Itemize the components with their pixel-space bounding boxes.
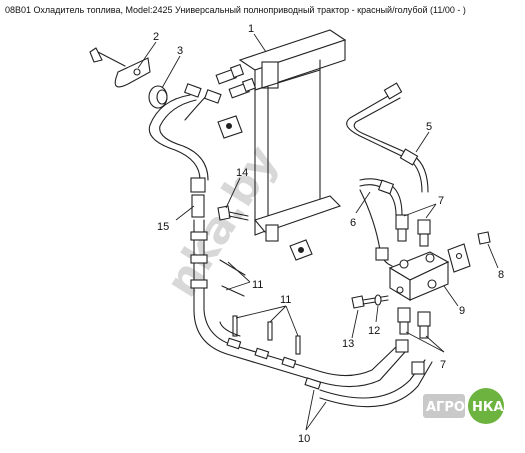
leader-lines — [137, 33, 499, 431]
callout-8: 8 — [498, 269, 504, 281]
callout-5: 5 — [426, 121, 432, 133]
callout-11-lower: 11 — [280, 294, 291, 306]
logo-text-left: АГРО — [426, 400, 465, 415]
logo-text-right: НКА — [472, 400, 504, 415]
hose-section — [190, 177, 208, 311]
upper-fuel-lines — [148, 83, 222, 181]
cooler-fittings — [215, 63, 257, 99]
grommet — [148, 85, 168, 109]
callout-9: 9 — [459, 305, 465, 317]
fittings-upper — [395, 214, 431, 247]
callout-12: 12 — [368, 325, 380, 337]
callout-15: 15 — [157, 221, 169, 233]
page-title: 08B01 Охладитель топлива, Model:2425 Уни… — [5, 5, 466, 15]
bolt-and-clamp — [89, 47, 151, 88]
callout-14: 14 — [236, 167, 248, 179]
callout-11-upper: 11 — [252, 279, 263, 291]
mounting-bracket — [447, 231, 491, 273]
bolt-14 — [217, 205, 249, 221]
fittings-lower — [397, 307, 431, 339]
callout-13: 13 — [342, 338, 354, 350]
fuel-cooler — [238, 29, 347, 242]
callout-10: 10 — [298, 433, 310, 445]
agronka-logo: АГРО НКА — [423, 388, 504, 424]
callout-numbers: 1 2 3 5 6 7 8 9 10 11 11 12 13 14 15 7 — [153, 23, 504, 445]
cable-ties — [219, 259, 301, 355]
lower-fuel-lines — [193, 309, 433, 408]
callout-1: 1 — [248, 23, 254, 35]
callout-7-lower: 7 — [440, 359, 446, 371]
right-fuel-lines — [346, 82, 429, 267]
valve-block — [388, 251, 450, 301]
callout-3: 3 — [177, 45, 183, 57]
callout-2: 2 — [153, 31, 159, 43]
bolt-13 — [351, 294, 389, 309]
lower-nut — [289, 239, 313, 261]
callout-7-upper: 7 — [438, 195, 444, 207]
callout-6: 6 — [350, 217, 356, 229]
square-nut — [217, 115, 243, 139]
